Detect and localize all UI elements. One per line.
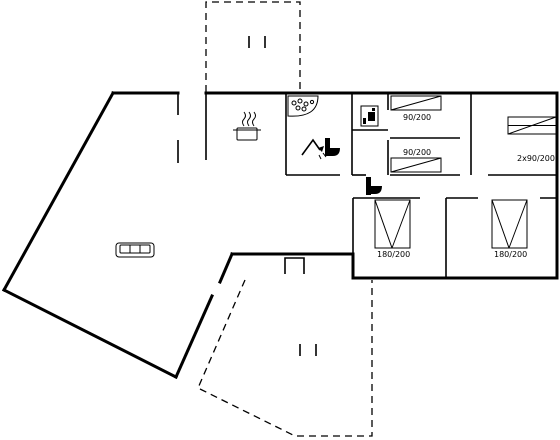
bed-lower-left xyxy=(390,157,442,173)
fireplace-niche xyxy=(284,257,305,274)
bed-upper-left-label: 90/200 xyxy=(403,113,431,122)
bed-twin-right xyxy=(507,116,557,135)
toilet-icon xyxy=(325,138,340,156)
terrace-top xyxy=(205,1,301,92)
bed-twin-right-label: 2x90/200 xyxy=(517,154,555,163)
exterior-walls xyxy=(1,90,559,380)
bed-double-left-label: 180/200 xyxy=(377,250,410,259)
washing-machine-icon xyxy=(360,105,379,127)
bed-upper-left xyxy=(390,95,442,111)
terrace-icon xyxy=(299,344,317,356)
bed-lower-left-label: 90/200 xyxy=(403,148,431,157)
bed-double-right xyxy=(491,199,528,249)
toilet-icon xyxy=(366,177,382,195)
sofa-icon xyxy=(115,242,155,258)
interior-walls xyxy=(177,93,557,278)
shower-icon xyxy=(301,138,327,160)
bed-double-left xyxy=(374,199,411,249)
bed-double-right-label: 180/200 xyxy=(494,250,527,259)
whirlpool-icon xyxy=(287,95,319,117)
terrace-icon xyxy=(248,36,266,48)
terrace-bottom xyxy=(197,279,373,437)
cooking-pot-icon xyxy=(233,111,261,141)
